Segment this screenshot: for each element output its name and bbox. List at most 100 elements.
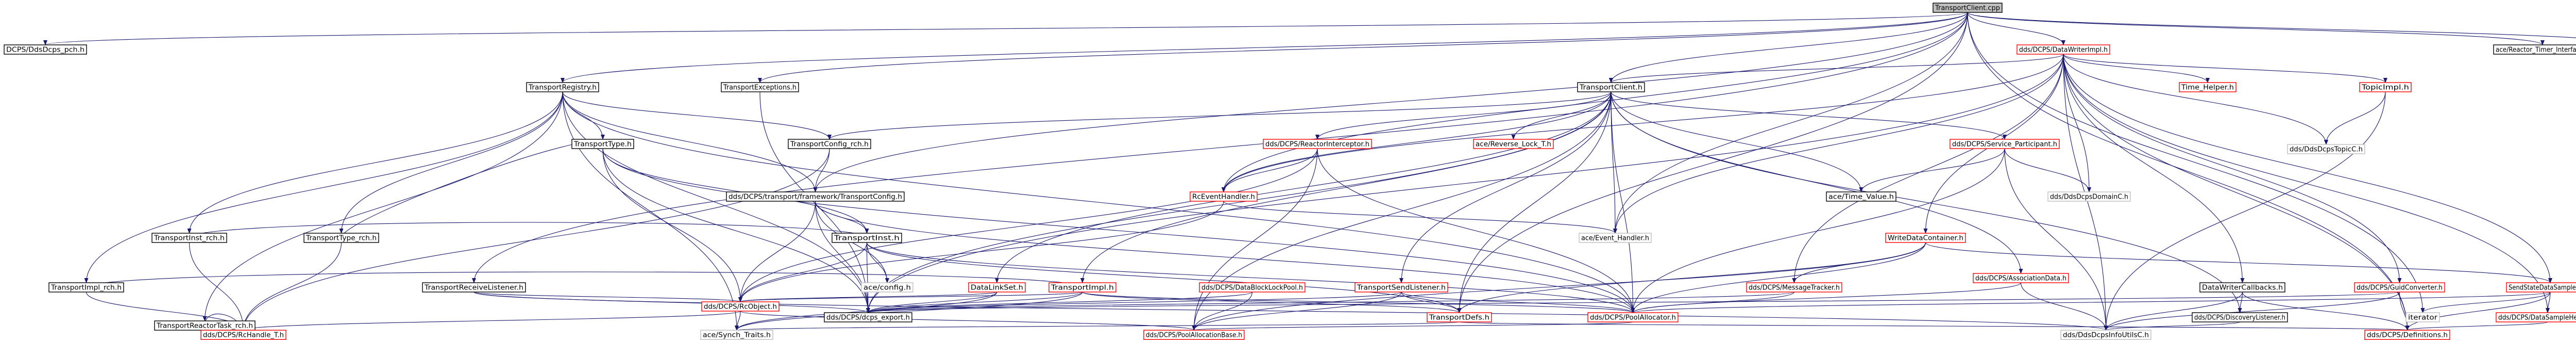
node-label: iterator <box>2408 314 2438 322</box>
node-rceh[interactable]: RcEventHandler.h <box>1190 191 1258 202</box>
node-export[interactable]: dds/DCPS/dcps_export.h <box>824 312 912 322</box>
node-trtrch[interactable]: TransportReactorTask_rch.h <box>154 320 256 331</box>
node-sync[interactable]: ace/Synch_Traits.h <box>700 330 773 340</box>
node-root[interactable]: TransportClient.cpp <box>1933 3 2003 13</box>
edge-ttype-to-tinst <box>602 148 869 234</box>
node-dsh[interactable]: dds/DCPS/DataSampleHeader.h <box>2496 312 2576 322</box>
node-box <box>303 233 379 243</box>
node-acetv[interactable]: ace/Time_Value.h <box>1826 191 1896 202</box>
node-label: TransportExceptions.h <box>723 84 796 92</box>
node-label: TransportDefs.h <box>1429 314 1489 322</box>
node-rchandle[interactable]: dds/DCPS/RcHandle_T.h <box>200 330 286 340</box>
edge-root-to-defs <box>1967 12 2410 331</box>
node-tcfgrch[interactable]: TransportConfig_rch.h <box>788 139 871 149</box>
node-tsl[interactable]: TransportSendListener.h <box>1354 282 1448 293</box>
node-rint[interactable]: dds/DCPS/ReactorInterceptor.h <box>1263 139 1372 149</box>
node-domc[interactable]: dds/DdsDcpsDomainC.h <box>2047 191 2131 202</box>
node-box <box>526 82 599 92</box>
node-timpl[interactable]: TransportImpl.h <box>1048 282 1116 293</box>
node-rcobj[interactable]: dds/DCPS/RcObject.h <box>701 301 779 312</box>
node-label: dds/DCPS/PoolAllocationBase.h <box>1146 332 1242 339</box>
node-label: TopicImpl.h <box>2361 84 2409 92</box>
node-dwimpl[interactable]: dds/DCPS/DataWriterImpl.h <box>2016 44 2110 55</box>
node-sdsl[interactable]: SendStateDataSampleList.h <box>2506 282 2576 293</box>
edge-timpl-to-tdefs <box>1082 292 1462 313</box>
node-poolbase[interactable]: dds/DCPS/PoolAllocationBase.h <box>1143 330 1245 340</box>
edge-ttype-to-rcobj <box>602 148 742 302</box>
node-box <box>788 139 871 149</box>
node-pool[interactable]: dds/DCPS/PoolAllocator.h <box>1587 312 1679 322</box>
node-label: dds/DCPS/RcObject.h <box>704 303 777 311</box>
node-pch[interactable]: DCPS/DdsDcps_pch.h <box>4 44 87 55</box>
edge-dwcb-to-disc <box>2238 292 2243 313</box>
node-tcfg[interactable]: dds/DCPS/transport/framework/TransportCo… <box>726 191 905 202</box>
node-box <box>1826 191 1896 202</box>
node-label: dds/DCPS/transport/framework/TransportCo… <box>728 193 902 201</box>
node-texc[interactable]: TransportExceptions.h <box>721 82 799 92</box>
node-disc[interactable]: dds/DCPS/DiscoveryListener.h <box>2192 312 2288 322</box>
node-tinst[interactable]: TransportInst.h <box>832 233 902 243</box>
node-dbpool[interactable]: dds/DCPS/DataBlockLockPool.h <box>1199 282 1306 293</box>
edge-tcfg-to-pool <box>815 201 1635 313</box>
node-wdc[interactable]: WriteDataContainer.h <box>1885 233 1966 243</box>
node-assoc[interactable]: dds/DCPS/AssociationData.h <box>1973 273 2069 283</box>
node-rtimer[interactable]: ace/Reactor_Timer_Interface.h <box>2493 44 2576 55</box>
node-box <box>2364 330 2450 340</box>
node-guidc[interactable]: dds/DCPS/GuidConverter.h <box>2354 282 2445 293</box>
node-box <box>2506 282 2576 293</box>
node-label: dds/DCPS/PoolAllocator.h <box>1590 314 1676 322</box>
node-reg[interactable]: TransportRegistry.h <box>526 82 599 92</box>
node-box <box>1587 312 1679 322</box>
node-dll[interactable]: DataLinkSet.h <box>968 282 1026 293</box>
edge-reg-to-trtrch <box>202 91 563 321</box>
edge-dsh-to-defs <box>2405 321 2548 331</box>
edge-client-to-rceh <box>1222 91 1612 192</box>
node-client[interactable]: TransportClient.h <box>1577 82 1645 92</box>
edge-assoc-to-pool <box>1631 282 2022 313</box>
node-topici[interactable]: TopicImpl.h <box>2359 82 2412 92</box>
node-label: TransportType.h <box>573 141 632 149</box>
edge-wdc-to-pool <box>1631 242 1926 313</box>
edge-reg-to-tcfgrch <box>562 91 832 140</box>
edge-timpl-to-export <box>866 292 1083 313</box>
node-tdefs[interactable]: TransportDefs.h <box>1427 312 1492 322</box>
edge-disc-to-infoc <box>2104 321 2241 331</box>
edge-pool-to-poolbase <box>1192 321 1634 331</box>
node-timeh[interactable]: Time_Helper.h <box>2179 82 2236 92</box>
edge-dwimpl-to-dsh <box>2063 54 2550 313</box>
edge-rcobj-to-poolbase <box>740 311 1196 331</box>
node-ttype[interactable]: TransportType.h <box>571 139 634 149</box>
node-box <box>726 191 905 202</box>
edge-reg-to-tcfg <box>562 91 818 192</box>
node-msgt[interactable]: dds/DCPS/MessageTracker.h <box>1746 282 1842 293</box>
edge-dwimpl-to-sdsl <box>2063 54 2552 283</box>
node-box <box>151 233 227 243</box>
node-label: ace/Time_Value.h <box>1828 193 1894 201</box>
edge-client-to-rint <box>1315 91 1612 140</box>
edge-ttype-to-pool <box>602 148 1635 313</box>
node-acecfg[interactable]: ace/config.h <box>861 282 913 293</box>
edge-tsl-to-export <box>866 292 1402 313</box>
edge-ttype-to-export <box>602 148 870 313</box>
node-svcp[interactable]: dds/DCPS/Service_Participant.h <box>1950 139 2060 149</box>
edge-client-to-tsl <box>1399 91 1612 283</box>
node-defs[interactable]: dds/DCPS/Definitions.h <box>2364 330 2450 340</box>
node-label: TransportInst_rch.h <box>154 235 225 242</box>
node-trl[interactable]: TransportReceiveListener.h <box>422 282 526 293</box>
node-iter[interactable]: iterator <box>2405 312 2440 322</box>
edge-tcfgrch-to-rchandle <box>241 148 830 331</box>
edge-tdefs-to-sync <box>735 321 1460 331</box>
node-dwcb[interactable]: DataWriterCallbacks.h <box>2199 282 2285 293</box>
node-evh[interactable]: ace/Event_Handler.h <box>1579 233 1652 243</box>
node-aclock[interactable]: ace/Reverse_Lock_T.h <box>1473 139 1554 149</box>
node-label: dds/DCPS/RcHandle_T.h <box>203 332 284 339</box>
node-tirch[interactable]: TransportInst_rch.h <box>151 233 227 243</box>
edge-root-to-tcfg <box>813 12 1968 192</box>
node-label: TransportConfig_rch.h <box>790 141 869 149</box>
edge-tinst-to-acecfg <box>866 242 889 283</box>
node-topicc[interactable]: dds/DdsDcpsTopicC.h <box>2287 144 2365 154</box>
node-infoc[interactable]: dds/DdsDcpsInfoUtilsC.h <box>2060 330 2151 340</box>
node-ttrch[interactable]: TransportType_rch.h <box>303 233 379 243</box>
edge-root-to-trl <box>472 12 1968 283</box>
node-timprch[interactable]: TransportImpl_rch.h <box>48 282 124 293</box>
